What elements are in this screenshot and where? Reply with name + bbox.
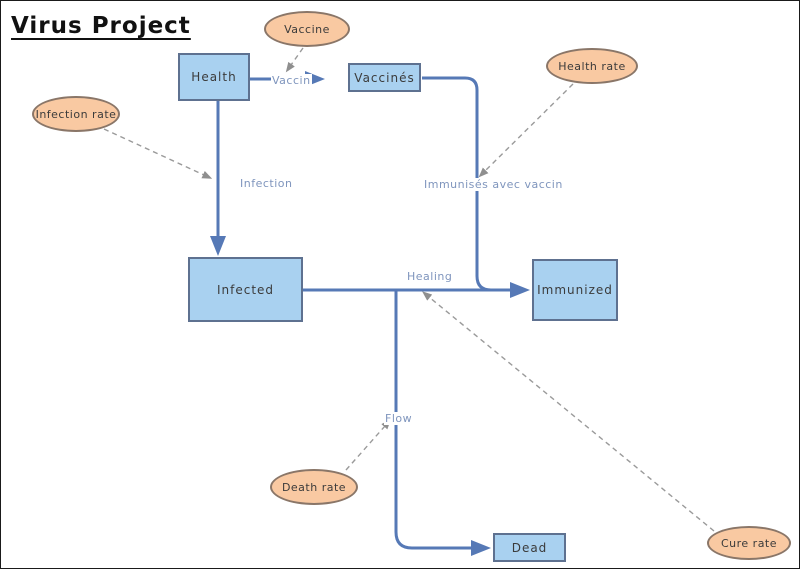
variable-death-rate[interactable]: Death rate (270, 469, 358, 505)
flow-dead-line (394, 291, 491, 556)
flow-label-infection: Infection (240, 177, 293, 190)
variable-vaccine-label: Vaccine (284, 22, 330, 36)
diagram-title: Virus Project (11, 13, 191, 39)
stock-vaccines-label: Vaccinés (354, 70, 415, 85)
connector-health-rate-line (478, 83, 574, 178)
stock-infected[interactable]: Infected (188, 257, 303, 322)
stock-dead[interactable]: Dead (493, 533, 566, 562)
connector-vaccine-line (285, 47, 304, 73)
flow-label-vaccin: Vaccin (271, 74, 312, 87)
flow-label-immunises-avec-vaccin: Immunisés avec vaccin (423, 178, 564, 191)
stock-immunized[interactable]: Immunized (532, 259, 618, 321)
flow-label-healing: Healing (407, 270, 453, 283)
variable-infection-rate[interactable]: Infection rate (32, 96, 120, 132)
stock-health[interactable]: Health (178, 53, 250, 101)
variable-cure-rate-label: Cure rate (720, 536, 778, 550)
variable-health-rate[interactable]: Health rate (546, 48, 638, 84)
connector-death-rate-line (345, 419, 391, 471)
variable-cure-rate[interactable]: Cure rate (707, 526, 791, 560)
variable-death-rate-label: Death rate (281, 480, 347, 494)
stock-health-label: Health (191, 70, 237, 84)
stock-dead-label: Dead (511, 540, 548, 555)
stock-vaccines[interactable]: Vaccinés (348, 63, 421, 92)
connector-cure-rate-line (422, 291, 715, 532)
variable-health-rate-label: Health rate (558, 59, 626, 73)
connector-infection-rate-line (103, 128, 213, 179)
flow-immunises-line (422, 76, 492, 292)
variable-vaccine[interactable]: Vaccine (264, 11, 350, 47)
flow-label-flow: Flow (384, 412, 414, 425)
stock-infected-label: Infected (216, 282, 275, 297)
stock-immunized-label: Immunized (537, 283, 613, 297)
variable-infection-rate-label: Infection rate (35, 107, 117, 121)
